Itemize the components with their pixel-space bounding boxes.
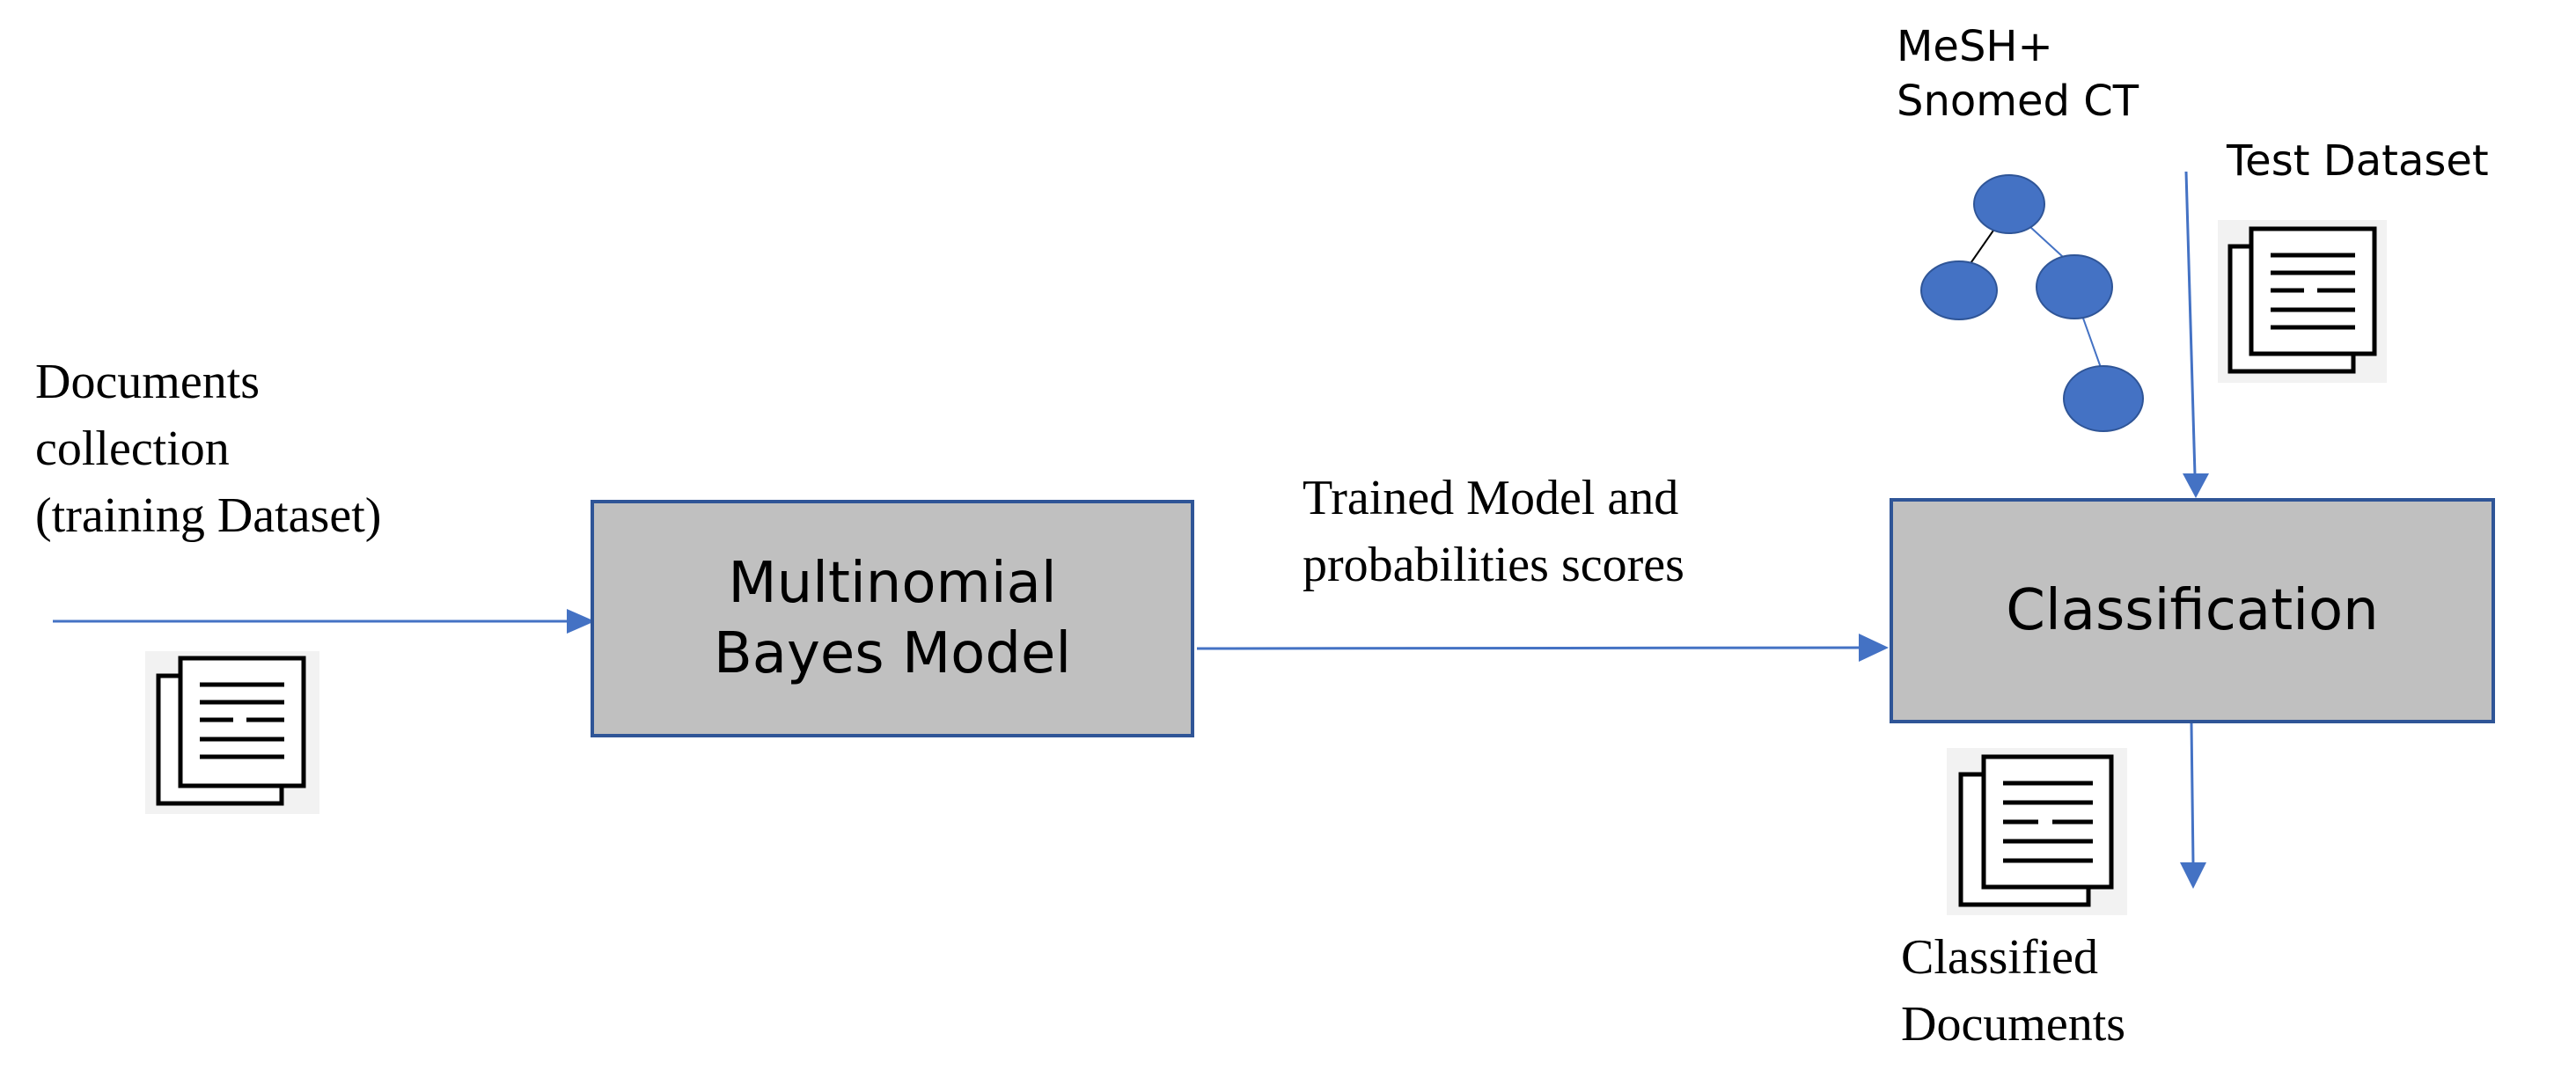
training-dataset-label: Documents collection (training Dataset): [35, 348, 381, 549]
input-arrow: [53, 609, 595, 634]
ontology-label-line1: MeSH+: [1897, 22, 2053, 71]
tree-node-leaf: [2063, 365, 2144, 432]
tree-node-right: [2036, 254, 2113, 319]
document-stack-icon: [2218, 220, 2387, 383]
training-label-line3: (training Dataset): [35, 488, 382, 543]
test-dataset-arrow: [2183, 171, 2209, 498]
trained-label-line2: probabilities scores: [1303, 538, 1684, 592]
classified-label-line2: Documents: [1901, 997, 2126, 1052]
output-arrow: [2180, 722, 2206, 889]
document-stack-icon: [1947, 748, 2127, 915]
multinomial-bayes-model-box: Multinomial Bayes Model: [591, 500, 1194, 737]
ontology-label: MeSH+ Snomed CT: [1897, 19, 2139, 128]
model-to-classification-arrow: [1196, 634, 1889, 662]
classification-box-label: Classification: [2006, 578, 2379, 643]
tree-node-left: [1920, 260, 1998, 320]
ontology-label-line2: Snomed CT: [1897, 77, 2139, 126]
training-label-line2: collection: [35, 422, 230, 476]
classification-box: Classification: [1890, 498, 2495, 723]
model-box-line2: Bayes Model: [713, 621, 1072, 686]
training-label-line1: Documents: [35, 355, 261, 409]
classified-documents-label: Classified Documents: [1901, 924, 2125, 1058]
trained-model-label: Trained Model and probabilities scores: [1303, 465, 1684, 598]
model-box-line1: Multinomial: [728, 551, 1057, 616]
test-dataset-label: Test Dataset: [2227, 136, 2489, 186]
document-stack-icon: [145, 651, 319, 814]
classified-label-line1: Classified: [1901, 930, 2098, 985]
trained-label-line1: Trained Model and: [1303, 471, 1679, 525]
tree-graph-icon: [1920, 174, 2144, 432]
tree-node-root: [1973, 174, 2045, 234]
